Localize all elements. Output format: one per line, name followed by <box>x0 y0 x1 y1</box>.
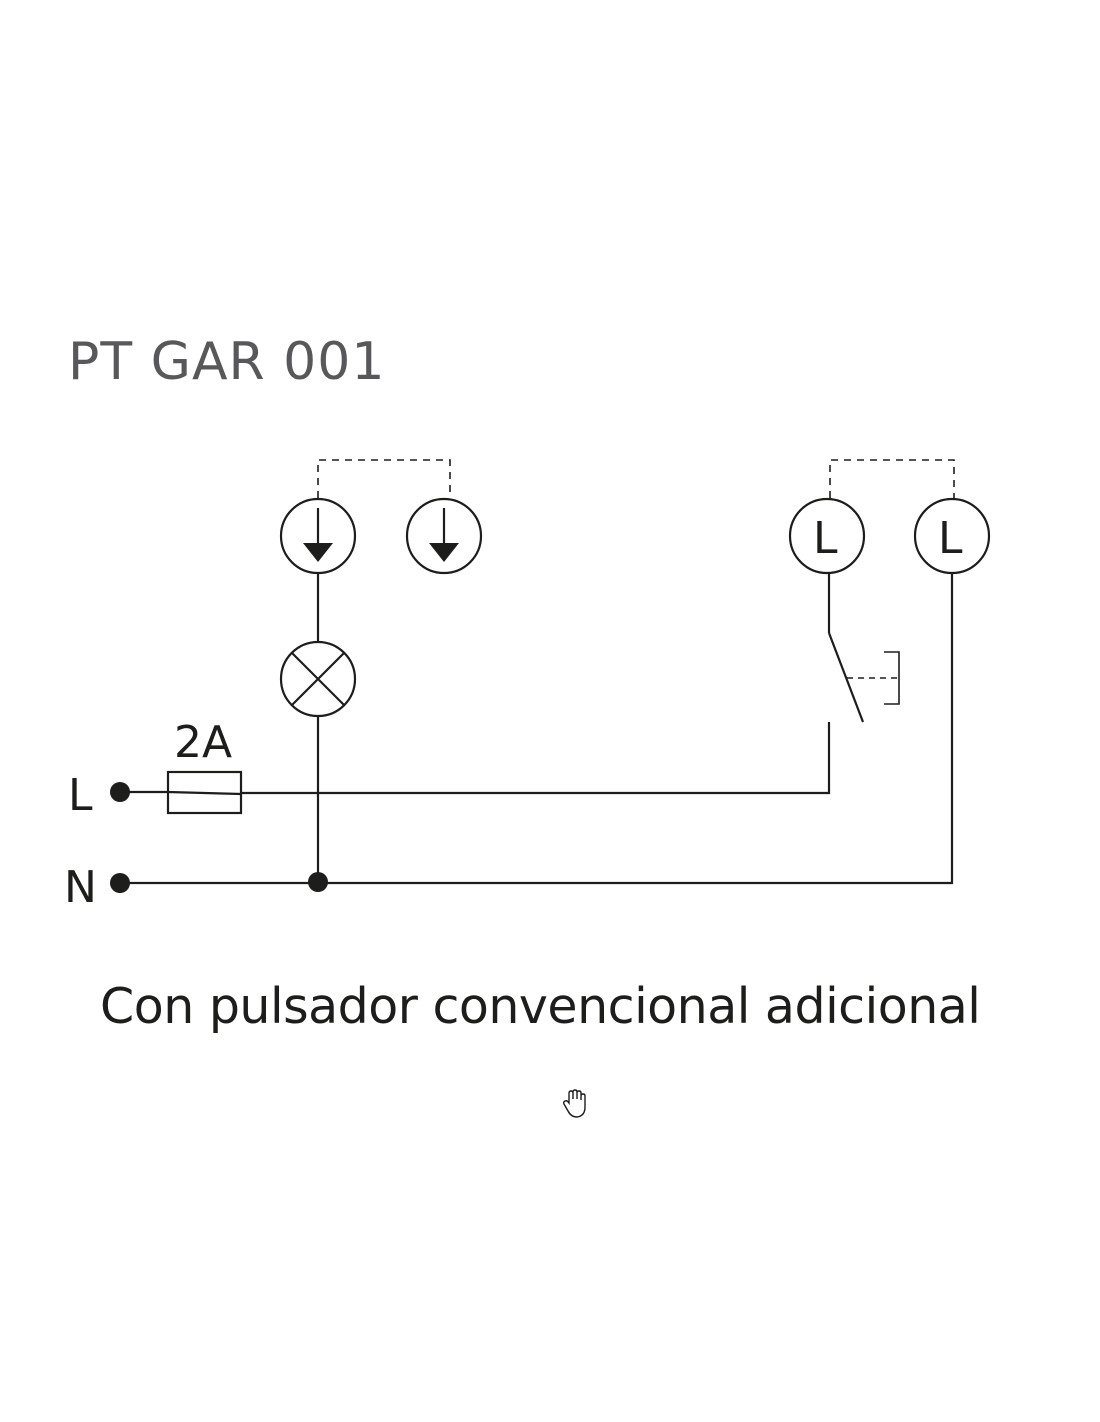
page-title: PT GAR 001 <box>68 332 386 392</box>
relay-terminal-label-1: L <box>813 513 838 564</box>
relay-terminal-label-2: L <box>938 513 963 564</box>
caption: Con pulsador convencional adicional <box>100 978 981 1035</box>
fuse-icon <box>166 770 243 815</box>
dashed-link-right <box>829 459 955 498</box>
ground-terminal-2 <box>405 497 483 575</box>
terminal-dot-live <box>110 782 130 802</box>
lamp-icon <box>279 640 357 718</box>
wire-live-to-switch <box>241 722 831 795</box>
terminal-label-live: L <box>68 770 93 821</box>
terminal-dot-neutral <box>110 873 130 893</box>
fuse-rating-label: 2A <box>174 717 232 768</box>
ground-terminal-1 <box>279 497 357 575</box>
push-button-switch <box>827 573 900 723</box>
junction-dot <box>308 872 328 892</box>
relay-terminal-1 <box>788 497 866 575</box>
dashed-link-left <box>317 459 451 498</box>
wire-neutral <box>120 573 954 885</box>
hand-cursor-icon <box>562 1089 586 1118</box>
terminal-label-neutral: N <box>64 862 97 913</box>
